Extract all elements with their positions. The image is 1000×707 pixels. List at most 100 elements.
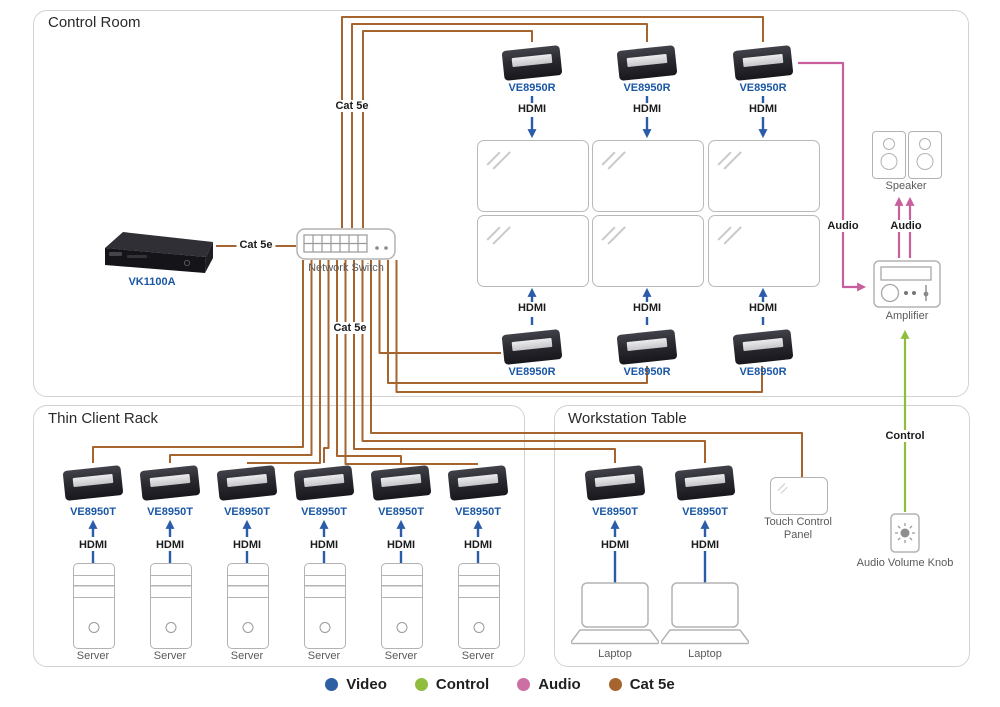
transmitter-label: VE8950T <box>592 506 638 518</box>
panel-thin-client-rack <box>33 405 525 667</box>
network-switch-label: Network Switch <box>308 262 384 274</box>
volume-knob-icon <box>890 513 920 553</box>
transmitter-1 <box>62 464 124 502</box>
legend: Video Control Audio Cat 5e <box>0 676 1000 693</box>
server-label: Server <box>307 650 341 662</box>
receiver-top-1 <box>501 44 563 82</box>
hdmi-label: HDMI <box>629 302 665 314</box>
hdmi-label: HDMI <box>383 539 419 551</box>
control-dot-icon <box>414 678 428 691</box>
server-label: Server <box>153 650 187 662</box>
hdmi-label: HDMI <box>514 302 550 314</box>
transmitter-label: VE8950T <box>70 506 116 518</box>
audio-volume-knob-device <box>890 513 920 558</box>
speaker-left <box>872 131 906 179</box>
legend-item-control: Control <box>414 676 490 693</box>
transmitter-6 <box>447 464 509 502</box>
controller-label: VK1100A <box>128 276 176 288</box>
transmitter-3 <box>216 464 278 502</box>
legend-item-audio: Audio <box>517 676 581 693</box>
touch-panel-label: Touch Control Panel <box>764 516 832 542</box>
amplifier-device <box>873 260 941 313</box>
laptop-1 <box>570 582 660 650</box>
cat5e-label: Cat 5e <box>330 322 370 334</box>
speaker-label: Speaker <box>885 180 927 192</box>
receiver-bottom-1 <box>501 328 563 366</box>
display-2 <box>592 140 704 212</box>
hdmi-label: HDMI <box>597 539 633 551</box>
display-4 <box>477 215 589 287</box>
controller-box-icon <box>105 232 213 273</box>
laptop-label: Laptop <box>598 648 632 660</box>
hdmi-label: HDMI <box>460 539 496 551</box>
legend-video-label: Video <box>346 676 387 693</box>
server-5 <box>381 563 423 649</box>
receiver-label: VE8950R <box>739 82 787 94</box>
audio-label: Audio <box>887 220 925 232</box>
server-label: Server <box>76 650 110 662</box>
volume-knob-label: Audio Volume Knob <box>856 557 954 569</box>
audio-dot-icon <box>517 678 531 691</box>
vk1100a-device <box>103 230 215 281</box>
transmitter-8 <box>674 464 736 502</box>
cat5e-label: Cat 5e <box>332 100 372 112</box>
hdmi-label: HDMI <box>229 539 265 551</box>
transmitter-label: VE8950T <box>147 506 193 518</box>
transmitter-label: VE8950T <box>682 506 728 518</box>
transmitter-label: VE8950T <box>224 506 270 518</box>
server-label: Server <box>384 650 418 662</box>
speaker-right <box>908 131 942 179</box>
transmitter-label: VE8950T <box>301 506 347 518</box>
server-1 <box>73 563 115 649</box>
hdmi-label: HDMI <box>745 103 781 115</box>
receiver-label: VE8950R <box>508 366 556 378</box>
hdmi-label: HDMI <box>514 103 550 115</box>
thin-client-rack-title: Thin Client Rack <box>48 410 159 427</box>
server-2 <box>150 563 192 649</box>
hdmi-label: HDMI <box>152 539 188 551</box>
workstation-table-title: Workstation Table <box>568 410 687 427</box>
display-5 <box>592 215 704 287</box>
server-label: Server <box>230 650 264 662</box>
video-wires <box>88 96 768 583</box>
switch-icon <box>296 228 396 260</box>
transmitter-7 <box>584 464 646 502</box>
cat5e-label: Cat 5e <box>236 239 276 251</box>
receiver-bottom-3 <box>732 328 794 366</box>
transmitter-5 <box>370 464 432 502</box>
legend-cat5e-label: Cat 5e <box>629 676 675 693</box>
display-3 <box>708 140 820 212</box>
amplifier-icon <box>873 260 941 308</box>
receiver-label: VE8950R <box>623 366 671 378</box>
display-6 <box>708 215 820 287</box>
transmitter-4 <box>293 464 355 502</box>
legend-control-label: Control <box>435 676 490 693</box>
receiver-label: VE8950R <box>508 82 556 94</box>
hdmi-label: HDMI <box>745 302 781 314</box>
hdmi-label: HDMI <box>629 103 665 115</box>
server-4 <box>304 563 346 649</box>
legend-item-cat5e: Cat 5e <box>608 676 675 693</box>
panel-control-room <box>33 10 969 397</box>
laptop-2 <box>660 582 750 650</box>
hdmi-label: HDMI <box>75 539 111 551</box>
transmitter-label: VE8950T <box>378 506 424 518</box>
control-room-title: Control Room <box>48 14 141 31</box>
audio-label: Audio <box>824 220 862 232</box>
receiver-top-2 <box>616 44 678 82</box>
receiver-top-3 <box>732 44 794 82</box>
cat5e-dot-icon <box>608 678 622 691</box>
receiver-label: VE8950R <box>623 82 671 94</box>
hdmi-label: HDMI <box>687 539 723 551</box>
hdmi-label: HDMI <box>306 539 342 551</box>
video-dot-icon <box>325 678 339 691</box>
laptop-icon <box>660 582 750 645</box>
network-switch-device <box>296 228 396 265</box>
server-3 <box>227 563 269 649</box>
laptop-label: Laptop <box>688 648 722 660</box>
panel-workstation-table <box>554 405 970 667</box>
transmitter-label: VE8950T <box>455 506 501 518</box>
display-1 <box>477 140 589 212</box>
receiver-bottom-2 <box>616 328 678 366</box>
server-6 <box>458 563 500 649</box>
